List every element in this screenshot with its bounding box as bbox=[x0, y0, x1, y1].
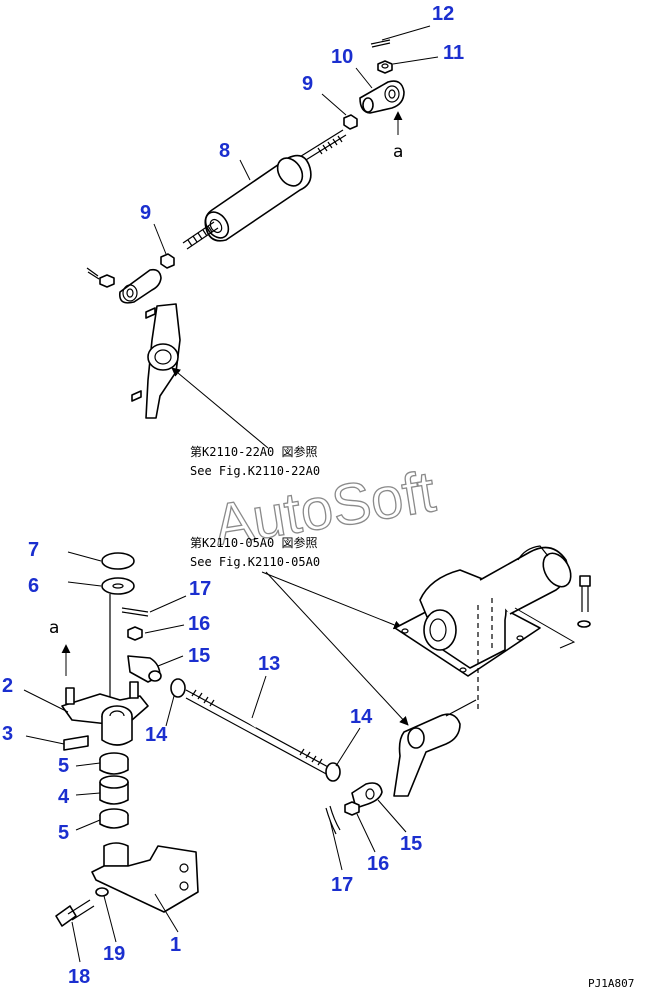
cotter-pin-top bbox=[370, 39, 391, 48]
callout-1: 1 bbox=[170, 934, 181, 956]
washer-19 bbox=[95, 887, 109, 897]
nut-lower bbox=[160, 253, 175, 269]
lever-bracket-upper bbox=[131, 303, 181, 419]
figure-code: PJ1A807 bbox=[588, 977, 634, 990]
callout-6: 6 bbox=[28, 575, 39, 597]
nut-top bbox=[377, 60, 393, 74]
callout-12: 12 bbox=[432, 3, 454, 25]
callout-15-upper: 15 bbox=[188, 645, 210, 667]
bolt-3 bbox=[63, 735, 89, 751]
rod-end-lower bbox=[118, 268, 162, 304]
cylinder-rod-upper bbox=[297, 129, 347, 164]
reference-note-1-en: See Fig.K2110-22A0 bbox=[190, 464, 320, 478]
bushing-stack bbox=[99, 752, 129, 829]
link-rod bbox=[170, 678, 341, 782]
callout-16-upper: 16 bbox=[188, 613, 210, 635]
callout-7: 7 bbox=[28, 539, 39, 561]
reference-note-1: 第K2110-22A0 図参照 See Fig.K2110-22A0 bbox=[190, 444, 320, 478]
callout-17-upper: 17 bbox=[189, 578, 211, 600]
actuator-housing bbox=[394, 545, 576, 710]
callout-8: 8 bbox=[219, 140, 230, 162]
callout-11: 11 bbox=[443, 42, 464, 64]
callout-15-lower: 15 bbox=[400, 833, 422, 855]
callout-numbers: 12 11 10 9 8 9 7 6 17 16 15 13 2 3 14 14… bbox=[2, 3, 464, 988]
cotter-pin-left bbox=[121, 607, 149, 617]
callout-19: 19 bbox=[103, 943, 125, 965]
nut-left bbox=[127, 626, 143, 641]
callout-14-left: 14 bbox=[145, 724, 168, 746]
nut-upper bbox=[343, 114, 358, 130]
callout-9-upper: 9 bbox=[302, 73, 313, 95]
callout-5-upper: 5 bbox=[58, 755, 69, 777]
snap-ring bbox=[101, 552, 135, 570]
washer-6 bbox=[101, 577, 135, 595]
reference-note-2: 第K2110-05A0 図参照 See Fig.K2110-05A0 bbox=[190, 535, 320, 569]
bracket-1 bbox=[91, 842, 199, 913]
callout-13: 13 bbox=[258, 653, 280, 675]
leader-lines bbox=[23, 25, 439, 963]
callout-3: 3 bbox=[2, 723, 13, 745]
callout-16-lower: 16 bbox=[367, 853, 389, 875]
arrow-label-a-lower: a bbox=[49, 618, 59, 638]
callout-2: 2 bbox=[2, 675, 13, 697]
rod-end-upper bbox=[359, 80, 405, 114]
callout-9-lower: 9 bbox=[140, 202, 151, 224]
bolt-18 bbox=[55, 899, 95, 927]
callout-4: 4 bbox=[58, 786, 70, 808]
callout-10: 10 bbox=[331, 46, 353, 68]
reference-note-2-jp: 第K2110-05A0 図参照 bbox=[190, 535, 317, 550]
callout-17-lower: 17 bbox=[331, 874, 353, 896]
reference-note-2-en: See Fig.K2110-05A0 bbox=[190, 555, 320, 569]
cylinder-rod-lower bbox=[182, 221, 219, 250]
lever-right bbox=[325, 699, 477, 835]
lever-2 bbox=[61, 681, 149, 746]
arrow-label-a-upper: a bbox=[393, 142, 403, 162]
bolt-right bbox=[577, 575, 591, 628]
clevis-left bbox=[127, 655, 162, 683]
callout-18: 18 bbox=[68, 966, 90, 988]
cylinder-assembly bbox=[86, 39, 405, 304]
callout-5-lower: 5 bbox=[58, 822, 69, 844]
reference-note-1-jp: 第K2110-22A0 図参照 bbox=[190, 444, 317, 459]
callout-14-right: 14 bbox=[350, 706, 373, 728]
